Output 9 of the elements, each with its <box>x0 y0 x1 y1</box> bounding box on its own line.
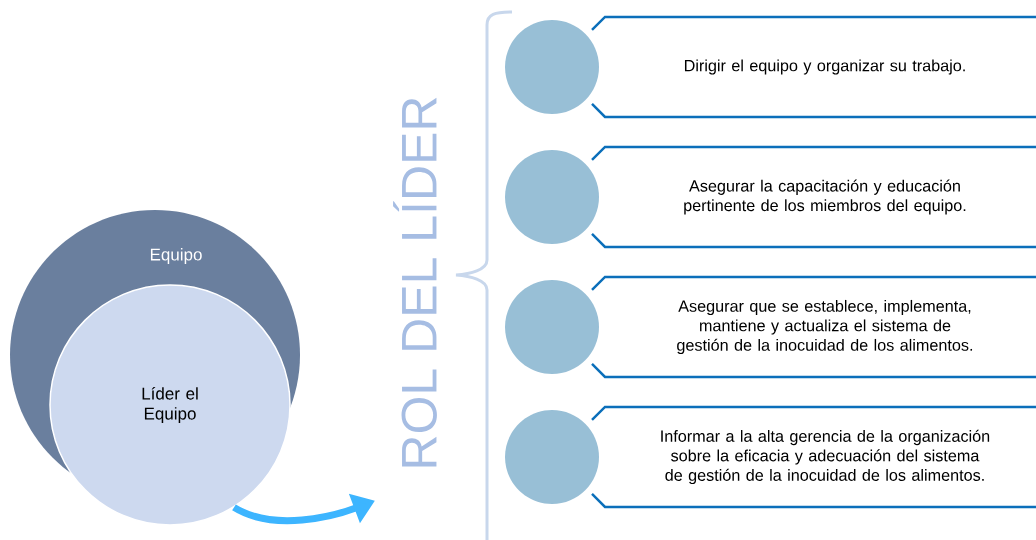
text-box: Informar a la alta gerencia de la organización sobre la eficacia y adecuación del sistema de gestión de la inocuidad de los alimentos. <box>591 405 1036 509</box>
circle-marker <box>505 410 599 504</box>
text-box: Dirigir el equipo y organizar su trabajo. <box>591 15 1036 119</box>
vertical-title: ROL DEL LÍDER <box>393 97 437 467</box>
circle-marker <box>505 280 599 374</box>
text-box: Asegurar que se establece, implementa, mantiene y actualiza el sistema de gestión de la inocuidad de los alimentos. <box>591 275 1036 379</box>
text-box: Asegurar la capacitación y educación pertinente de los miembros del equipo. <box>591 145 1036 249</box>
circle-marker <box>505 20 599 114</box>
circle-marker <box>505 150 599 244</box>
